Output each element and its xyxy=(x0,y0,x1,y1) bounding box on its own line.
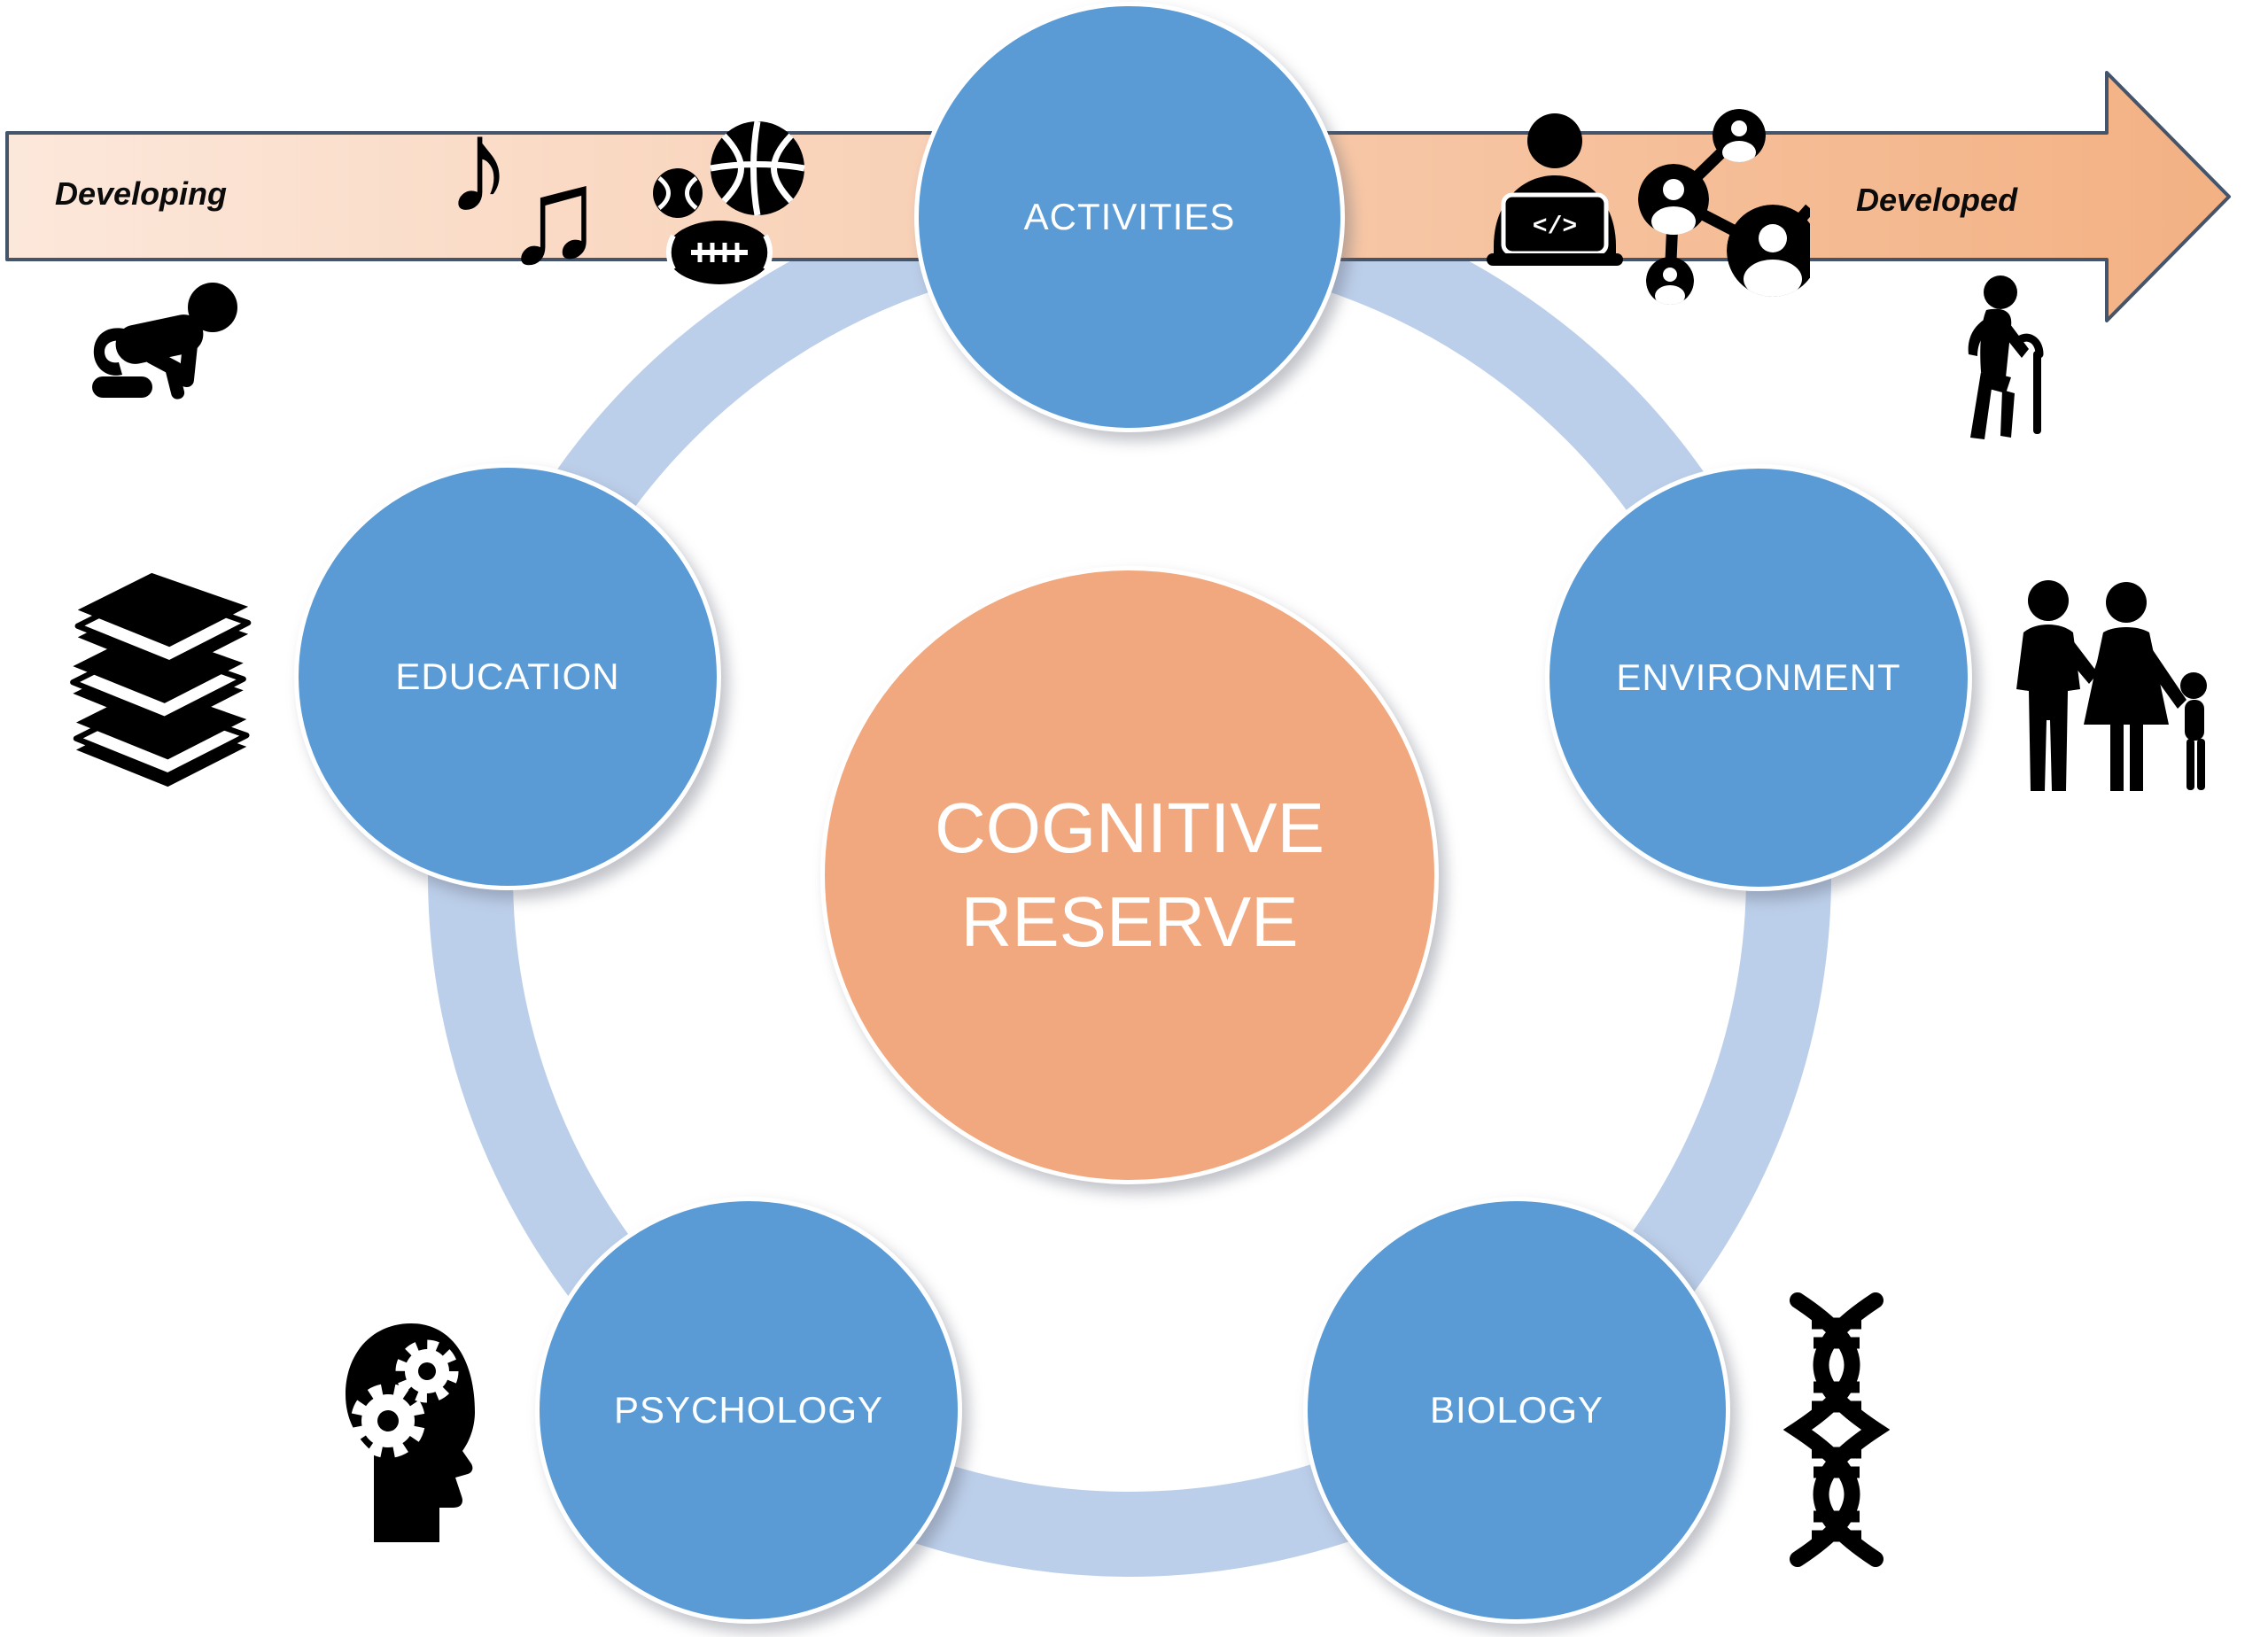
timeline-label-developed: Developed xyxy=(1856,182,2018,218)
node-circle-activities: ACTIVITIES xyxy=(914,2,1345,432)
center-circle-cognitive-reserve: COGNITIVE RESERVE xyxy=(820,566,1439,1184)
node-circle-environment: ENVIRONMENT xyxy=(1545,464,1972,891)
node-label-environment: ENVIRONMENT xyxy=(1616,656,1901,698)
football-icon xyxy=(665,221,773,284)
center-label-line1: COGNITIVE xyxy=(934,788,1325,867)
code-symbol: </> xyxy=(1533,213,1577,241)
node-label-activities: ACTIVITIES xyxy=(1023,196,1236,237)
node-circle-education: EDUCATION xyxy=(294,463,721,890)
music-note-icon: ♪ xyxy=(446,91,512,240)
head-gears-icon xyxy=(346,1323,475,1542)
timeline-label-developing: Developing xyxy=(55,175,228,212)
center-label: COGNITIVE RESERVE xyxy=(935,781,1324,969)
node-label-education: EDUCATION xyxy=(395,656,620,697)
family-icon xyxy=(2016,580,2207,791)
basketball-icon xyxy=(710,120,805,216)
node-label-psychology: PSYCHOLOGY xyxy=(613,1389,884,1431)
center-label-line2: RESERVE xyxy=(960,882,1299,961)
books-stack-icon xyxy=(70,572,252,787)
gear-icon xyxy=(351,1384,425,1458)
dna-helix-icon xyxy=(1783,1292,1890,1567)
gear-icon xyxy=(395,1339,459,1403)
node-circle-biology: BIOLOGY xyxy=(1303,1197,1730,1624)
people-network-icon xyxy=(1638,109,1810,305)
crawling-baby-icon xyxy=(92,283,237,400)
elderly-person-cane-icon xyxy=(1968,275,2044,439)
baseball-icon xyxy=(653,168,703,218)
sports-balls-icon xyxy=(653,120,805,284)
coder-laptop-icon: </> xyxy=(1487,113,1623,266)
music-notes-beamed-icon: ♫ xyxy=(503,141,604,291)
node-circle-psychology: PSYCHOLOGY xyxy=(535,1197,962,1624)
node-label-biology: BIOLOGY xyxy=(1429,1389,1604,1431)
